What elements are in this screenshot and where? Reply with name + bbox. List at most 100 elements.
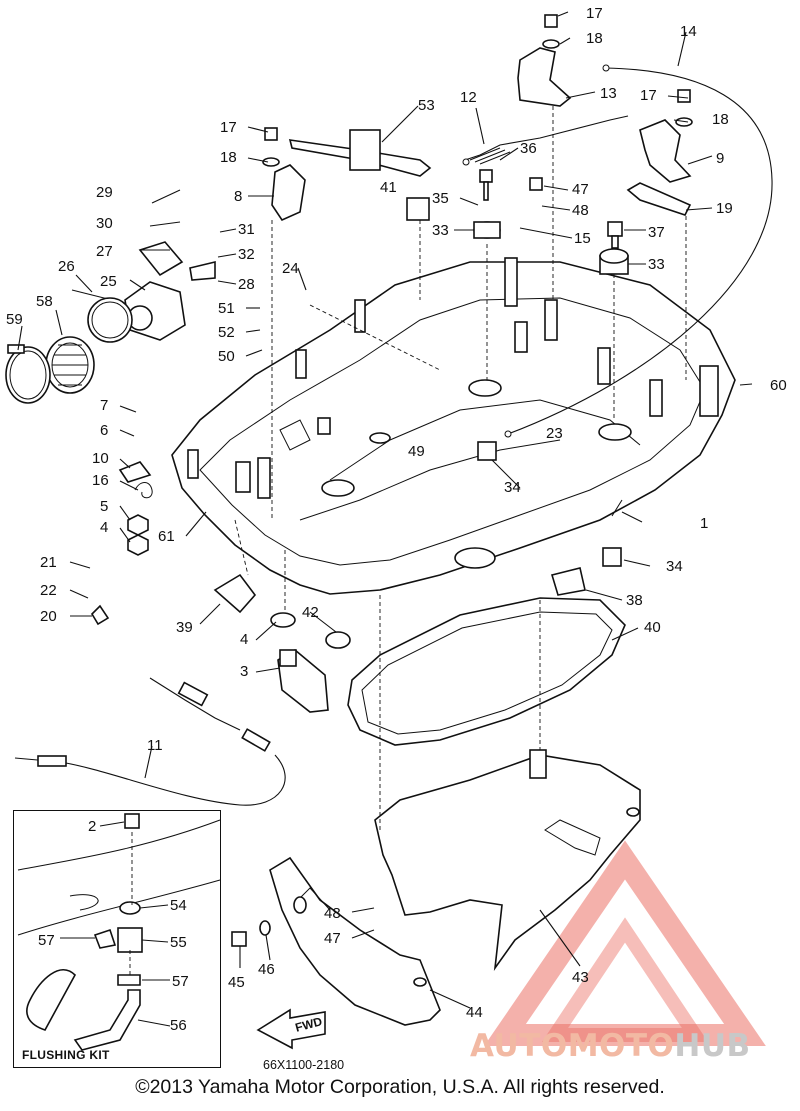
callout-56: 56 — [170, 1017, 187, 1034]
lower-cover-43 — [374, 749, 641, 971]
callout-28: 28 — [238, 276, 255, 293]
bracket-27 — [138, 241, 184, 277]
callout-47: 47 — [572, 181, 589, 198]
callout-50: 50 — [218, 348, 235, 365]
callout-27: 27 — [96, 243, 113, 260]
callout-40: 40 — [644, 619, 661, 636]
collar-4a — [127, 534, 149, 556]
callout-59: 59 — [6, 311, 23, 328]
callout-47: 47 — [324, 930, 341, 947]
callout-15: 15 — [574, 230, 591, 247]
flushing-kit-title: FLUSHING KIT — [22, 1048, 110, 1062]
clamp-59 — [5, 344, 51, 404]
callout-33: 33 — [648, 256, 665, 273]
callout-5: 5 — [100, 498, 108, 515]
callout-18: 18 — [712, 111, 729, 128]
callout-36: 36 — [520, 140, 537, 157]
callout-32: 32 — [238, 246, 255, 263]
callout-58: 58 — [36, 293, 53, 310]
callout-41: 41 — [380, 179, 397, 196]
callout-19: 19 — [716, 200, 733, 217]
callout-14: 14 — [680, 23, 697, 40]
callout-6: 6 — [100, 422, 108, 439]
callout-55: 55 — [170, 934, 187, 951]
callout-24: 24 — [282, 260, 299, 277]
callout-10: 10 — [92, 450, 109, 467]
callout-43: 43 — [572, 969, 589, 986]
collar-4b — [270, 612, 296, 628]
callout-38: 38 — [626, 592, 643, 609]
callout-29: 29 — [96, 184, 113, 201]
callout-13: 13 — [600, 85, 617, 102]
shift-lever-53 — [288, 129, 432, 177]
grommet-33b — [599, 248, 629, 275]
callout-54: 54 — [170, 897, 187, 914]
callout-39: 39 — [176, 619, 193, 636]
grommet-58 — [45, 336, 95, 394]
watermark-text-2: HUB — [674, 1028, 751, 1064]
callout-3: 3 — [240, 663, 248, 680]
callout-48: 48 — [324, 905, 341, 922]
bracket-10 — [118, 461, 152, 483]
callout-61: 61 — [158, 528, 175, 545]
callout-16: 16 — [92, 472, 109, 489]
apron-44 — [269, 856, 441, 1026]
callout-37: 37 — [648, 224, 665, 241]
band-26 — [71, 289, 133, 343]
callout-60: 60 — [770, 377, 787, 394]
callout-9: 9 — [716, 150, 724, 167]
callout-18: 18 — [586, 30, 603, 47]
callout-22: 22 — [40, 582, 57, 599]
collar-34 — [477, 441, 622, 567]
callout-31: 31 — [238, 221, 255, 238]
flushing-kit-frame — [13, 810, 221, 1068]
callout-34: 34 — [666, 558, 683, 575]
bolt-36 — [479, 169, 493, 201]
callout-21: 21 — [40, 554, 57, 571]
callout-17: 17 — [586, 5, 603, 22]
callout-25: 25 — [100, 273, 117, 290]
rubber-seal-40 — [347, 597, 626, 746]
shift-cable-11 — [14, 677, 286, 806]
callout-34: 34 — [504, 479, 521, 496]
callout-2: 2 — [88, 818, 96, 835]
plate-20 — [90, 604, 110, 626]
callout-4: 4 — [100, 519, 108, 536]
grommet-33a — [473, 221, 501, 239]
washer-46 — [259, 920, 271, 936]
fuel-connector-25 — [124, 281, 186, 341]
throttle-cable-14 — [504, 64, 773, 438]
callout-53: 53 — [418, 97, 435, 114]
bolt-47a — [529, 177, 543, 191]
plate-19 — [626, 182, 692, 216]
callout-11: 11 — [147, 737, 163, 754]
bracket-9 — [639, 89, 693, 183]
callout-45: 45 — [228, 974, 245, 991]
callout-57: 57 — [172, 973, 189, 990]
grommet-38 — [550, 567, 586, 596]
callout-18: 18 — [220, 149, 237, 166]
callout-26: 26 — [58, 258, 75, 275]
callout-4: 4 — [240, 631, 248, 648]
callout-49: 49 — [408, 443, 425, 460]
grommet-39 — [213, 573, 257, 614]
callout-23: 23 — [546, 425, 563, 442]
link-rod-12 — [462, 115, 629, 166]
diagram-code: 66X1100-2180 — [263, 1058, 345, 1072]
callout-48: 48 — [572, 202, 589, 219]
fwd-arrow-icon: FWD — [256, 1008, 326, 1050]
callout-42: 42 — [302, 604, 319, 621]
callout-46: 46 — [258, 961, 275, 978]
cam-5 — [127, 514, 149, 536]
guide-3 — [277, 649, 329, 713]
callout-52: 52 — [218, 324, 235, 341]
bottom-cowling — [171, 257, 736, 595]
leader-lines — [17, 11, 753, 1027]
bracket-28 — [189, 260, 216, 281]
spring-16 — [134, 482, 153, 499]
callout-12: 12 — [460, 89, 477, 106]
callout-30: 30 — [96, 215, 113, 232]
